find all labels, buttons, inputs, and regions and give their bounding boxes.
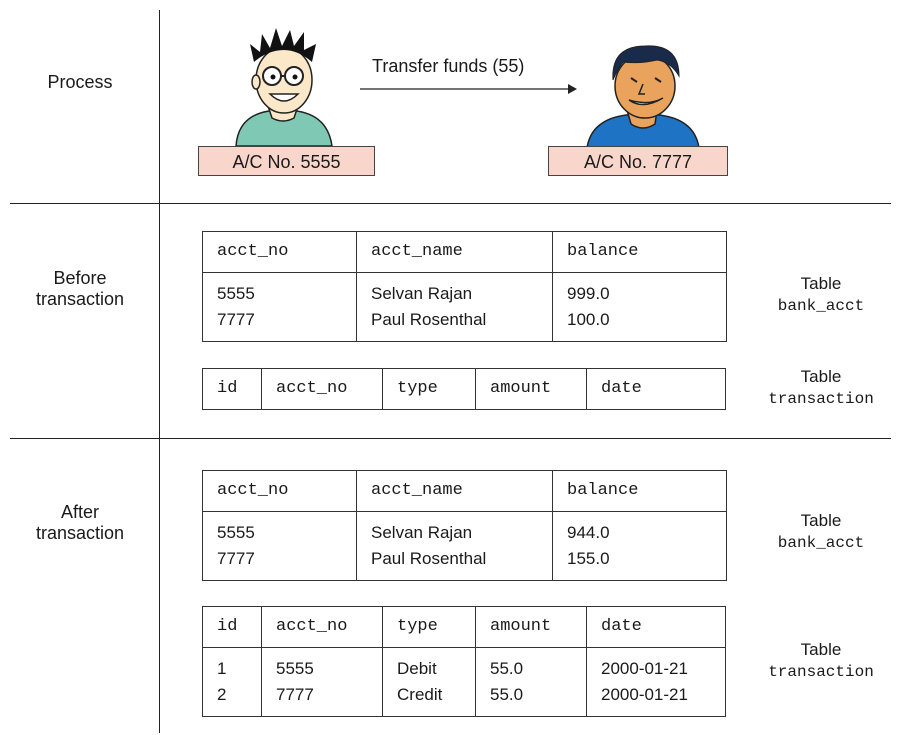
- table-cell: Debit: [382, 647, 476, 682]
- table-row: 5555 Selvan Rajan 999.0: [202, 272, 727, 307]
- column-header: acct_no: [202, 231, 357, 273]
- table-label-bank-acct-before: Table bank_acct: [777, 274, 865, 315]
- column-header: date: [586, 606, 726, 648]
- person-smiling-icon: [586, 45, 700, 148]
- divider-process: [10, 203, 891, 204]
- column-header: date: [586, 368, 726, 410]
- table-cell: Paul Rosenthal: [356, 307, 553, 342]
- bank-acct-table-before: acct_no acct_name balance 5555 Selvan Ra…: [202, 231, 727, 342]
- table-cell: 5555: [202, 511, 357, 546]
- arrow-right-icon: [360, 84, 577, 94]
- column-header: id: [202, 368, 262, 410]
- table-cell: 2000-01-21: [586, 682, 726, 717]
- column-header: amount: [475, 368, 587, 410]
- table-cell: 7777: [261, 682, 383, 717]
- column-header: acct_no: [261, 606, 383, 648]
- table-row: 5555 Selvan Rajan 944.0: [202, 511, 727, 546]
- table-cell: 999.0: [552, 272, 727, 307]
- column-header: balance: [552, 470, 727, 512]
- table-label-transaction-before: Table transaction: [768, 367, 874, 408]
- vertical-divider: [159, 10, 160, 733]
- table-cell: Credit: [382, 682, 476, 717]
- column-header: acct_name: [356, 231, 553, 273]
- column-header: amount: [475, 606, 587, 648]
- table-cell: 944.0: [552, 511, 727, 546]
- table-cell: 55.0: [475, 682, 587, 717]
- table-cell: 100.0: [552, 307, 727, 342]
- account-box-left: A/C No. 5555: [198, 146, 375, 176]
- divider-before: [10, 438, 891, 439]
- table-label-transaction-after: Table transaction: [768, 640, 874, 681]
- account-box-right: A/C No. 7777: [548, 146, 728, 176]
- person-glasses-icon: [235, 28, 333, 146]
- table-cell: 7777: [202, 546, 357, 581]
- table-row: 7777 Paul Rosenthal 100.0: [202, 307, 727, 342]
- table-row: 1 5555 Debit 55.0 2000-01-21: [202, 647, 726, 682]
- table-cell: 1: [202, 647, 262, 682]
- column-header: id: [202, 606, 262, 648]
- column-header: balance: [552, 231, 727, 273]
- table-cell: 5555: [202, 272, 357, 307]
- table-label-bank-acct-after: Table bank_acct: [777, 511, 865, 552]
- transaction-table-after: id acct_no type amount date 1 5555 Debit…: [202, 606, 726, 717]
- table-cell: 55.0: [475, 647, 587, 682]
- table-cell: 2: [202, 682, 262, 717]
- row-label-process: Process: [47, 72, 113, 92]
- column-header: acct_no: [202, 470, 357, 512]
- bank-acct-table-after: acct_no acct_name balance 5555 Selvan Ra…: [202, 470, 727, 581]
- arrow-label: Transfer funds (55): [372, 56, 525, 76]
- table-cell: Paul Rosenthal: [356, 546, 553, 581]
- column-header: acct_name: [356, 470, 553, 512]
- column-header: type: [382, 606, 476, 648]
- column-header: type: [382, 368, 476, 410]
- table-cell: 155.0: [552, 546, 727, 581]
- table-cell: 5555: [261, 647, 383, 682]
- table-row: 2 7777 Credit 55.0 2000-01-21: [202, 682, 726, 717]
- table-row: 7777 Paul Rosenthal 155.0: [202, 546, 727, 581]
- table-cell: Selvan Rajan: [356, 511, 553, 546]
- table-cell: Selvan Rajan: [356, 272, 553, 307]
- column-header: acct_no: [261, 368, 383, 410]
- table-cell: 2000-01-21: [586, 647, 726, 682]
- transaction-table-before: id acct_no type amount date: [202, 368, 726, 410]
- table-cell: 7777: [202, 307, 357, 342]
